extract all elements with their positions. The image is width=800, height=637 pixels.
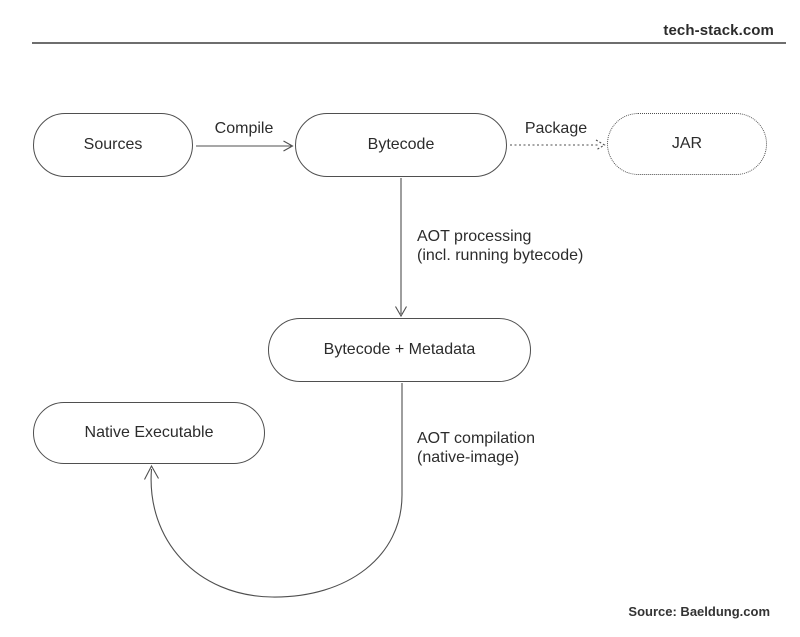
edge-label-package: Package — [524, 120, 588, 137]
edge-label-aot-compilation-line2: (native-image) — [417, 449, 520, 466]
node-native-executable-label: Native Executable — [84, 424, 214, 441]
source-credit: Source: Baeldung.com — [628, 604, 770, 619]
header-rule — [32, 42, 786, 44]
node-sources: Sources — [33, 113, 193, 177]
node-bytecode-metadata-label: Bytecode + Metadata — [323, 341, 476, 358]
edge-label-aot-compilation: AOT compilation (native-image) — [417, 429, 535, 467]
site-title: tech-stack.com — [663, 22, 774, 39]
edge-label-aot-processing-line1: AOT processing — [417, 228, 532, 245]
aot-compilation-arrowhead — [144, 464, 159, 480]
aot-processing-arrowhead — [395, 306, 407, 318]
node-bytecode-label: Bytecode — [367, 136, 435, 153]
edge-label-aot-compilation-line1: AOT compilation — [417, 430, 535, 447]
compile-arrowhead — [283, 140, 294, 152]
package-arrowhead — [595, 139, 606, 151]
edge-label-compile: Compile — [214, 120, 274, 137]
edge-label-aot-processing-line2: (incl. running bytecode) — [417, 247, 584, 264]
node-bytecode-metadata: Bytecode + Metadata — [268, 318, 531, 382]
node-jar: JAR — [607, 113, 767, 175]
node-jar-label: JAR — [671, 135, 703, 152]
edge-label-aot-processing: AOT processing (incl. running bytecode) — [417, 227, 583, 265]
aot-compilation-curve — [150, 383, 403, 598]
node-bytecode: Bytecode — [295, 113, 507, 177]
node-native-executable: Native Executable — [33, 402, 265, 464]
node-sources-label: Sources — [83, 136, 143, 153]
